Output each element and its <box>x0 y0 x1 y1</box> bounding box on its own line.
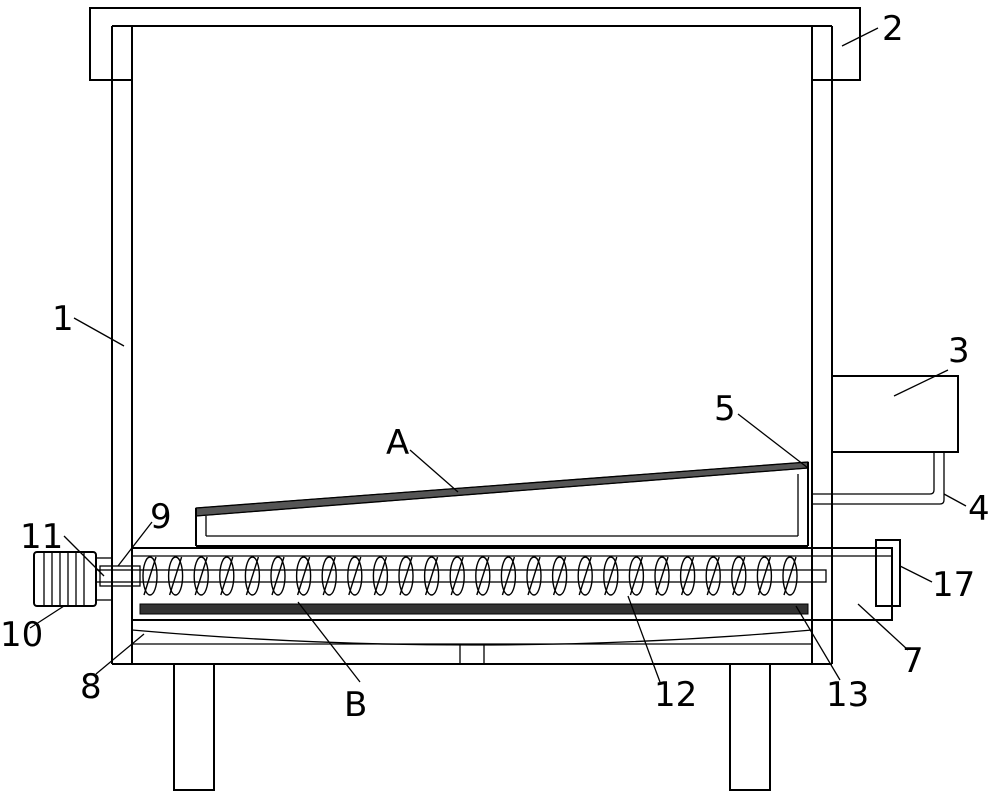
screw-flight <box>423 556 440 596</box>
legs <box>173 663 771 791</box>
label-1: 1 <box>52 299 74 339</box>
hopper <box>195 462 809 547</box>
conveyor-tube <box>131 539 901 621</box>
screw-flight-edge <box>322 556 336 596</box>
screw-flight-edge <box>527 556 541 596</box>
label-13: 13 <box>826 675 869 715</box>
leader-lines <box>29 27 967 683</box>
screw-flight <box>193 556 209 596</box>
screw-flight-edge <box>194 556 208 596</box>
label-3: 3 <box>948 331 970 371</box>
screw-flight <box>449 556 465 596</box>
screw-flight <box>603 556 619 596</box>
screw-flight <box>372 556 389 596</box>
screw-flight <box>347 556 363 596</box>
pipe <box>812 452 945 505</box>
screw-flight <box>295 556 312 596</box>
label-2: 2 <box>882 9 904 49</box>
screw-flight-edge <box>450 556 464 596</box>
pump-box <box>831 375 959 453</box>
screw-flight <box>270 556 286 596</box>
screw-flight-edge <box>757 556 772 596</box>
screw-flight-edge <box>501 556 516 596</box>
label-8: 8 <box>80 667 102 707</box>
screw-flights <box>142 556 798 596</box>
label-7: 7 <box>902 641 924 681</box>
screw-flight-edge <box>655 556 669 596</box>
label-10: 10 <box>0 615 43 655</box>
label-12: 12 <box>654 675 697 715</box>
screw-flight-edge <box>552 556 567 596</box>
motor <box>33 551 113 607</box>
screw-flight <box>219 556 235 596</box>
screw-flight-edge <box>629 556 644 596</box>
screw-flight <box>551 556 568 596</box>
screw-flight-edge <box>168 556 183 596</box>
screw-flight-edge <box>783 556 797 596</box>
screw-flight-edge <box>706 556 720 596</box>
screw-shaft <box>95 569 827 583</box>
screw-flight-edge <box>348 556 362 596</box>
screw-flight <box>321 556 337 596</box>
screw-flight <box>679 556 696 596</box>
bearing <box>99 565 141 587</box>
screw-flight <box>577 556 593 596</box>
top-rim <box>89 7 861 82</box>
screw-flight <box>782 556 798 596</box>
inclined-screen <box>195 461 809 517</box>
screw-flight <box>705 556 721 596</box>
screw-flight-edge <box>143 556 157 596</box>
screw-flight-edge <box>578 556 592 596</box>
screw-flight-edge <box>424 556 439 596</box>
bottom-tray <box>131 629 813 664</box>
screw-flight <box>475 556 491 596</box>
screw-flight <box>244 556 261 596</box>
screw-flight-edge <box>271 556 285 596</box>
label-9: 9 <box>150 497 172 537</box>
screw-flight-edge <box>245 556 260 596</box>
part-labels: 2 1 3 5 A 4 9 11 17 10 7 8 B 12 13 <box>0 9 990 725</box>
screw-flight <box>654 556 670 596</box>
screw-flight <box>731 556 747 596</box>
screw-flight <box>167 556 184 596</box>
label-5: 5 <box>714 389 736 429</box>
screw-flight-edge <box>680 556 695 596</box>
label-11: 11 <box>20 517 63 557</box>
label-17: 17 <box>932 565 975 605</box>
screw-flight-edge <box>732 556 746 596</box>
screw-flight <box>526 556 542 596</box>
screw-flight <box>628 556 645 596</box>
screw-flight <box>398 556 414 596</box>
label-A: A <box>386 423 409 463</box>
screw-flight-edge <box>220 556 234 596</box>
label-B: B <box>344 685 367 725</box>
screw-flight-edge <box>373 556 388 596</box>
screw-flight <box>500 556 517 596</box>
screw-flight-edge <box>476 556 490 596</box>
screw-flight-edge <box>296 556 311 596</box>
filter-mesh <box>139 603 809 615</box>
screw-flight-edge <box>399 556 413 596</box>
label-4: 4 <box>968 489 990 529</box>
screw-flight <box>142 556 158 596</box>
screw-flight <box>756 556 773 596</box>
screw-flight-edge <box>604 556 618 596</box>
